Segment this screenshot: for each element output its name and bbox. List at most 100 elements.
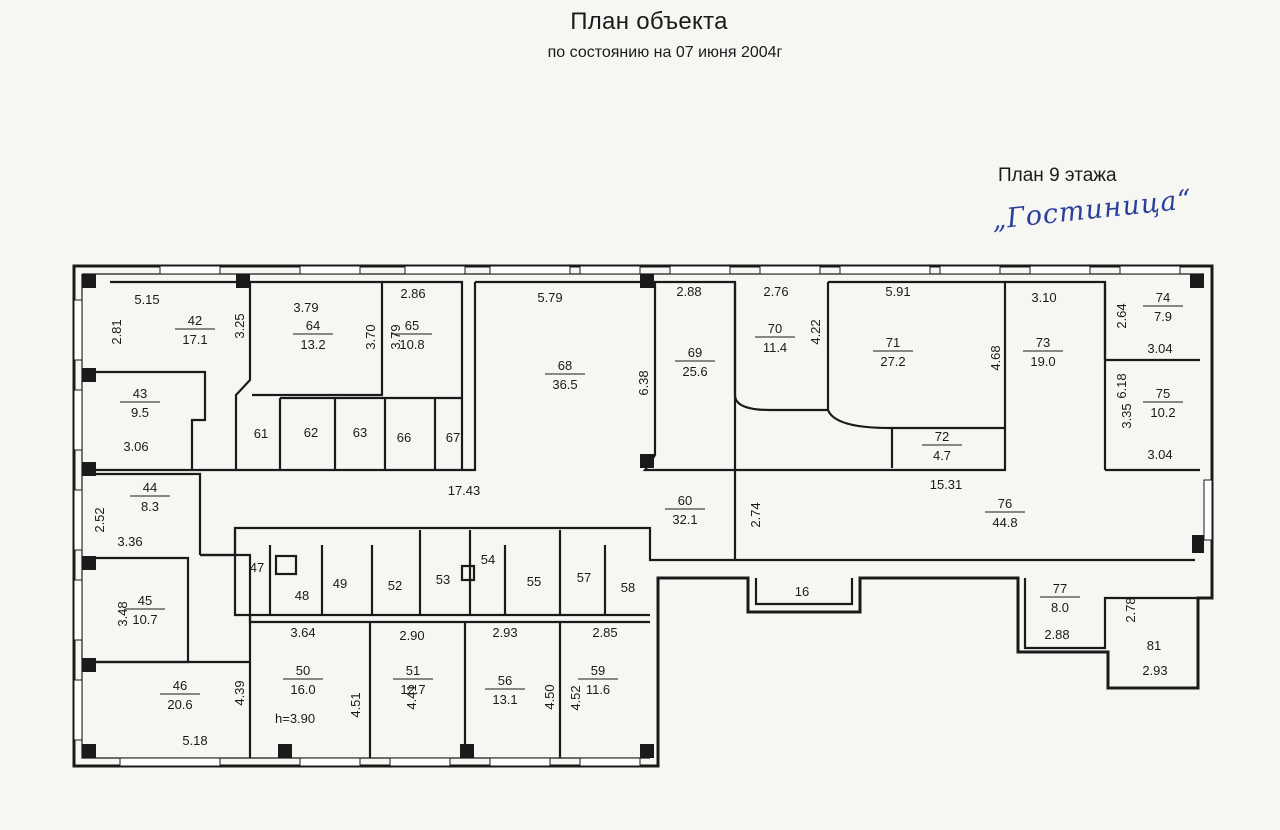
room-number-49: 49 (333, 576, 347, 591)
room-number-58: 58 (621, 580, 635, 595)
room-number-69: 69 (688, 345, 702, 360)
room-area-73: 19.0 (1030, 354, 1055, 369)
room-number-50: 50 (296, 663, 310, 678)
dimension-label: 2.93 (492, 625, 517, 640)
dimension-label: 3.36 (117, 534, 142, 549)
room-labels: 4217.1439.5448.34510.74620.65016.05112.7… (120, 290, 1183, 712)
room-number-67: 67 (446, 430, 460, 445)
room-number-75: 75 (1156, 386, 1170, 401)
floor-title: План 9 этажа (998, 165, 1117, 186)
dimension-label: 2.88 (676, 284, 701, 299)
dimension-label: 4.39 (232, 680, 247, 705)
dimension-label: 6.38 (636, 370, 651, 395)
dimension-label: 5.79 (537, 290, 562, 305)
room-area-45: 10.7 (132, 612, 157, 627)
dimension-label: 5.91 (885, 284, 910, 299)
room-number-47: 47 (250, 560, 264, 575)
room-number-63: 63 (353, 425, 367, 440)
dimension-label: 4.52 (568, 685, 583, 710)
room-area-56: 13.1 (492, 692, 517, 707)
room-number-74: 74 (1156, 290, 1170, 305)
dimension-label: 3.48 (115, 601, 130, 626)
room-number-43: 43 (133, 386, 147, 401)
dimension-label: 3.10 (1031, 290, 1056, 305)
dimension-label: 2.52 (92, 507, 107, 532)
plan-title: План объекта (570, 8, 728, 35)
room-number-77: 77 (1053, 581, 1067, 596)
room-area-76: 44.8 (992, 515, 1017, 530)
dimension-label: 2.76 (763, 284, 788, 299)
room-area-43: 9.5 (131, 405, 149, 420)
dimension-label: 3.79 (388, 324, 403, 349)
dimension-label: 3.04 (1147, 341, 1172, 356)
room-area-68: 36.5 (552, 377, 577, 392)
room-number-72: 72 (935, 429, 949, 444)
room-area-60: 32.1 (672, 512, 697, 527)
dimension-label: 6.18 (1114, 373, 1129, 398)
room-number-51: 51 (406, 663, 420, 678)
room-area-46: 20.6 (167, 697, 192, 712)
room-area-70: 11.4 (763, 340, 787, 355)
dimension-label: 2.93 (1142, 663, 1167, 678)
room-number-70: 70 (768, 321, 782, 336)
room-area-74: 7.9 (1154, 309, 1172, 324)
room-area-50: 16.0 (290, 682, 315, 697)
dimension-label: 15.31 (930, 477, 963, 492)
dimension-label: 3.79 (293, 300, 318, 315)
dimension-label: 2.74 (748, 502, 763, 527)
room-number-68: 68 (558, 358, 572, 373)
room-area-44: 8.3 (141, 499, 159, 514)
room-number-56: 56 (498, 673, 512, 688)
dimension-label: 2.64 (1114, 303, 1129, 328)
dimension-label: 2.90 (399, 628, 424, 643)
room-area-75: 10.2 (1150, 405, 1175, 420)
room-area-72: 4.7 (933, 448, 951, 463)
room-number-65: 65 (405, 318, 419, 333)
room-area-77: 8.0 (1051, 600, 1069, 615)
room-number-57: 57 (577, 570, 591, 585)
dimension-label: 3.25 (232, 313, 247, 338)
room-number-53: 53 (436, 572, 450, 587)
room-number-16: 16 (795, 584, 809, 599)
room-number-42: 42 (188, 313, 202, 328)
windows (73, 265, 1213, 767)
dimension-label: 2.85 (592, 625, 617, 640)
dimension-label: 4.41 (404, 684, 419, 709)
dimension-label: 2.86 (400, 286, 425, 301)
dimension-label: 17.43 (448, 483, 481, 498)
room-number-45: 45 (138, 593, 152, 608)
dimension-label: 2.88 (1044, 627, 1069, 642)
room-number-54: 54 (481, 552, 495, 567)
dimension-label: 2.81 (109, 319, 124, 344)
room-number-61: 61 (254, 426, 268, 441)
dimension-label: 4.22 (808, 319, 823, 344)
room-area-42: 17.1 (182, 332, 207, 347)
room-area-51: 12.7 (400, 682, 425, 697)
dimension-label: 3.64 (290, 625, 315, 640)
dimension-label: 3.70 (363, 324, 378, 349)
room-number-71: 71 (886, 335, 900, 350)
dimension-label: 3.35 (1119, 403, 1134, 428)
dimension-label: 2.78 (1123, 597, 1138, 622)
ceiling-height-note: h=3.90 (275, 711, 315, 726)
room-number-48: 48 (295, 588, 309, 603)
dimension-label: 3.04 (1147, 447, 1172, 462)
room-area-64: 13.2 (300, 337, 325, 352)
room-number-46: 46 (173, 678, 187, 693)
room-number-76: 76 (998, 496, 1012, 511)
interior-walls (88, 280, 1200, 758)
plan-date-subtitle: по состоянию на 07 июня 2004г (547, 44, 783, 61)
room-number-55: 55 (527, 574, 541, 589)
room-area-69: 25.6 (682, 364, 707, 379)
room-area-71: 27.2 (880, 354, 905, 369)
room-number-60: 60 (678, 493, 692, 508)
room-area-65: 10.8 (399, 337, 424, 352)
dimension-label: 5.18 (182, 733, 207, 748)
room-number-81: 81 (1147, 638, 1161, 653)
room-number-52: 52 (388, 578, 402, 593)
dimension-label: 4.68 (988, 345, 1003, 370)
room-number-59: 59 (591, 663, 605, 678)
